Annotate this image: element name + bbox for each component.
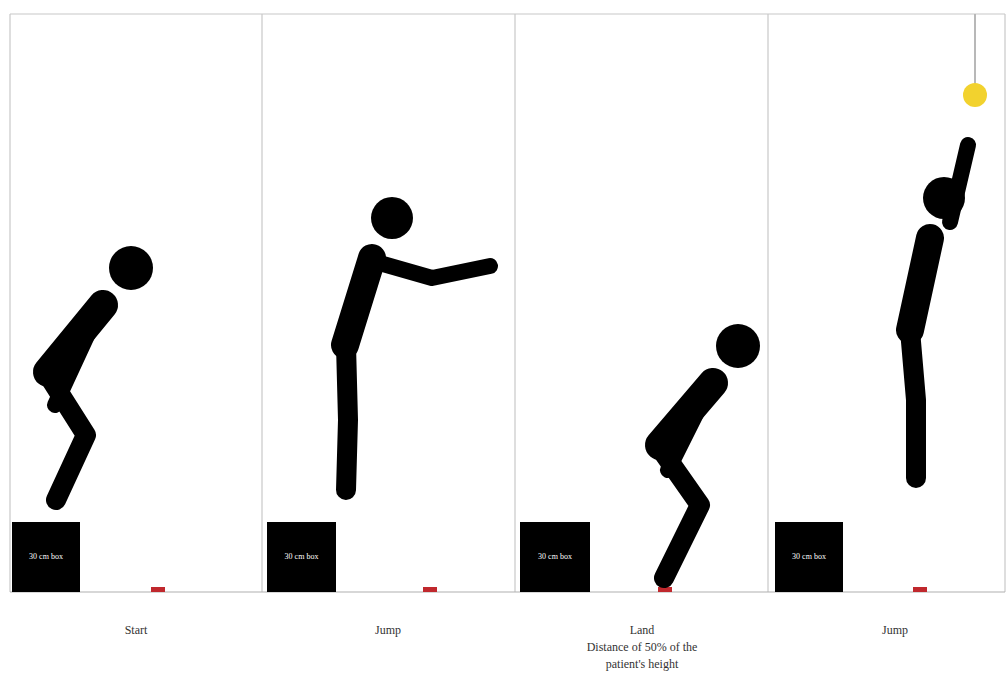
panel-frame [10, 14, 1005, 592]
caption-label: Jump [835, 622, 955, 639]
box-label: 30 cm box [792, 553, 826, 562]
box: 30 cm box [12, 522, 80, 592]
hanging-ball [963, 14, 987, 107]
box-label: 30 cm box [538, 553, 572, 562]
box-label: 30 cm box [285, 553, 319, 562]
box: 30 cm box [267, 522, 336, 592]
stick-figures [48, 145, 968, 578]
box: 30 cm box [775, 522, 843, 592]
caption-label: Jump [328, 622, 448, 639]
box-label: 30 cm box [29, 553, 63, 562]
box: 30 cm box [520, 522, 590, 592]
caption-label: Distance of 50% of the patient's height [572, 639, 712, 673]
caption-label: Start [76, 622, 196, 639]
caption-label: Land [582, 622, 702, 639]
